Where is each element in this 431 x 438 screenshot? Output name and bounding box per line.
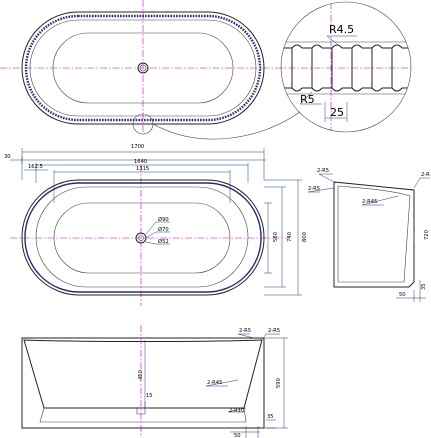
- basin-outline: [52, 32, 234, 104]
- side-section-view: 2-R5 2-R5 450 590 2-R45 15 2-R10 35 50: [21, 325, 288, 438]
- drain-diameter-90: Ø90: [158, 216, 169, 223]
- side-section-outline: [21, 337, 265, 429]
- outer-rim: [21, 11, 265, 125]
- drain-diameter-70: Ø70: [158, 226, 169, 233]
- end-section-inner: [337, 185, 411, 283]
- dim-inner-length: 1640: [134, 159, 147, 165]
- end-edge-radius: 2-R: [421, 172, 430, 178]
- plan-outer: [21, 179, 265, 296]
- drain-diameter-52: Ø52: [158, 238, 169, 245]
- dimensioned-plan-view: 1700 30 1640 162.5 1315 Ø90 Ø70 Ø52 580 …: [4, 144, 308, 306]
- inner-rim: [29, 19, 257, 117]
- bead-profiles: [282, 47, 411, 89]
- detail-pitch: 25: [330, 106, 344, 119]
- detail-radius-bottom: R5: [300, 93, 315, 106]
- detail-leader: [152, 111, 301, 140]
- dim-offset-left: 30: [4, 154, 11, 160]
- end-foot-height: 35: [421, 283, 427, 290]
- side-radius-bottom: 2-R10: [229, 408, 244, 414]
- dim-edge-offset: 162.5: [28, 164, 43, 170]
- dim-width-800: 800: [302, 232, 308, 242]
- side-radius-top-1: 2-R5: [239, 328, 251, 334]
- plan-basin: [53, 202, 231, 274]
- side-depth: 450: [138, 370, 144, 380]
- detail-radius-top: R4.5: [329, 23, 354, 36]
- dim-basin-length: 1315: [136, 166, 149, 172]
- side-section-basin: [23, 339, 263, 409]
- drain-inner: [139, 64, 147, 72]
- rim-beads: [24, 14, 262, 122]
- side-foot-width: 50: [234, 433, 241, 438]
- side-base-height: 35: [267, 414, 274, 420]
- end-radius-top-1: 2-R5: [317, 168, 329, 174]
- dim-overall-length: 1700: [131, 144, 144, 150]
- drain-outer: [137, 62, 149, 74]
- side-radius-top-2: 2-R5: [268, 328, 280, 334]
- detail-circle: [280, 1, 412, 133]
- plan-rim-inner: [35, 186, 249, 288]
- end-radius-top-2: 2-R5: [308, 186, 320, 192]
- detail-view: R4.5 R5 25: [280, 1, 412, 133]
- end-section-outline: [333, 181, 415, 288]
- dim-width-580: 580: [273, 232, 279, 242]
- end-radius-inner: 2-R45: [362, 199, 377, 205]
- dim-width-740: 740: [287, 232, 293, 242]
- end-foot-width: 50: [399, 292, 406, 298]
- plan-rim: [24, 182, 262, 293]
- side-floor: 15: [146, 393, 153, 399]
- top-plan-view: [0, 0, 301, 140]
- end-depth: 720: [424, 230, 430, 240]
- side-radius-inner: 2-R45: [207, 380, 222, 386]
- end-section-view: 2-R5 2-R5 2-R45 2-R 720 50 35: [307, 168, 430, 302]
- side-height: 590: [276, 378, 282, 388]
